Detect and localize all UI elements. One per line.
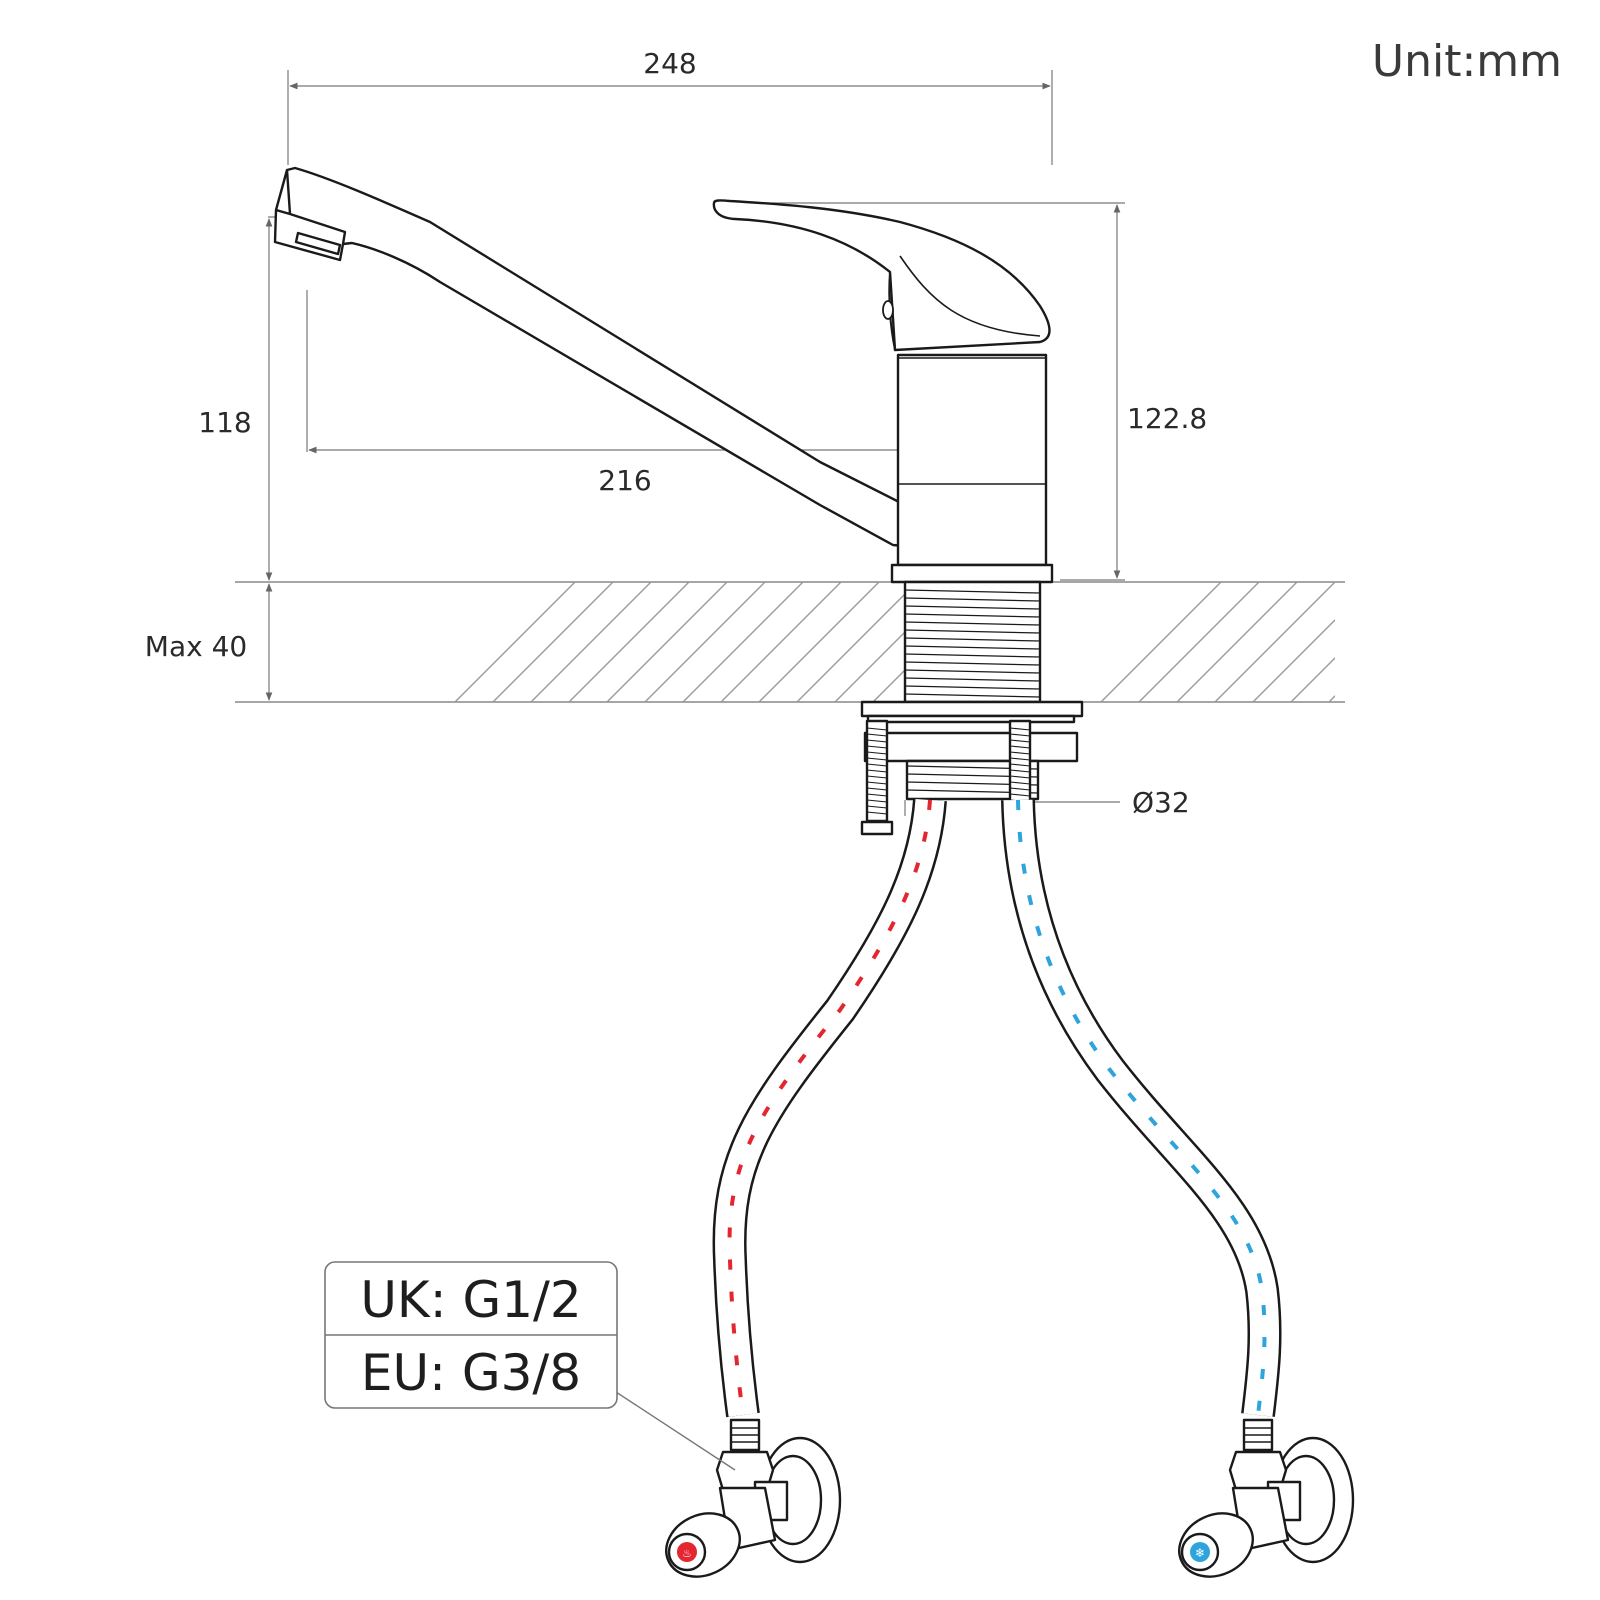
dimension-122-8-label: 122.8 [1127,402,1207,435]
hot-water-icon [677,1542,697,1562]
hot-angle-valve: ♨ [665,1418,842,1578]
cold-water-icon [1190,1542,1210,1562]
dimension-total-height: 122.8 [730,202,1207,581]
hot-water-hose [712,798,947,1418]
base-flange [890,563,1054,584]
cold-angle-valve: ❄ [1178,1418,1355,1578]
spec-uk-label: UK: G1/2 [360,1271,581,1329]
dimension-248-label: 248 [643,47,696,80]
cold-water-hose [1001,799,1282,1417]
mounting-plate [860,700,1084,718]
mounting-nut [863,731,1079,763]
svg-text:❄: ❄ [1195,1546,1205,1560]
dimension-max-deck: Max 40 [145,583,273,701]
dimension-spout-reach: 216 [306,290,973,497]
faucet-body [273,166,1054,584]
dimension-spout-height: 118 [198,216,300,581]
lever-handle [712,199,1051,352]
dimension-shank-diameter: Ø32 [904,786,1190,819]
connection-spec-box: UK: G1/2 EU: G3/8 [324,1261,736,1471]
spec-eu-label: EU: G3/8 [361,1344,581,1402]
faucet-cylinder [896,353,1048,567]
svg-text:♨: ♨ [682,1547,692,1560]
dimension-118-label: 118 [198,406,251,439]
dimension-diameter-label: Ø32 [1132,786,1190,819]
unit-label: Unit:mm [1372,36,1562,87]
dimension-max-40-label: Max 40 [145,630,247,663]
dimension-216-label: 216 [598,464,651,497]
countertop-section [235,581,1345,703]
threaded-shank [860,580,1084,836]
dimension-overall-width: 248 [287,47,1053,165]
